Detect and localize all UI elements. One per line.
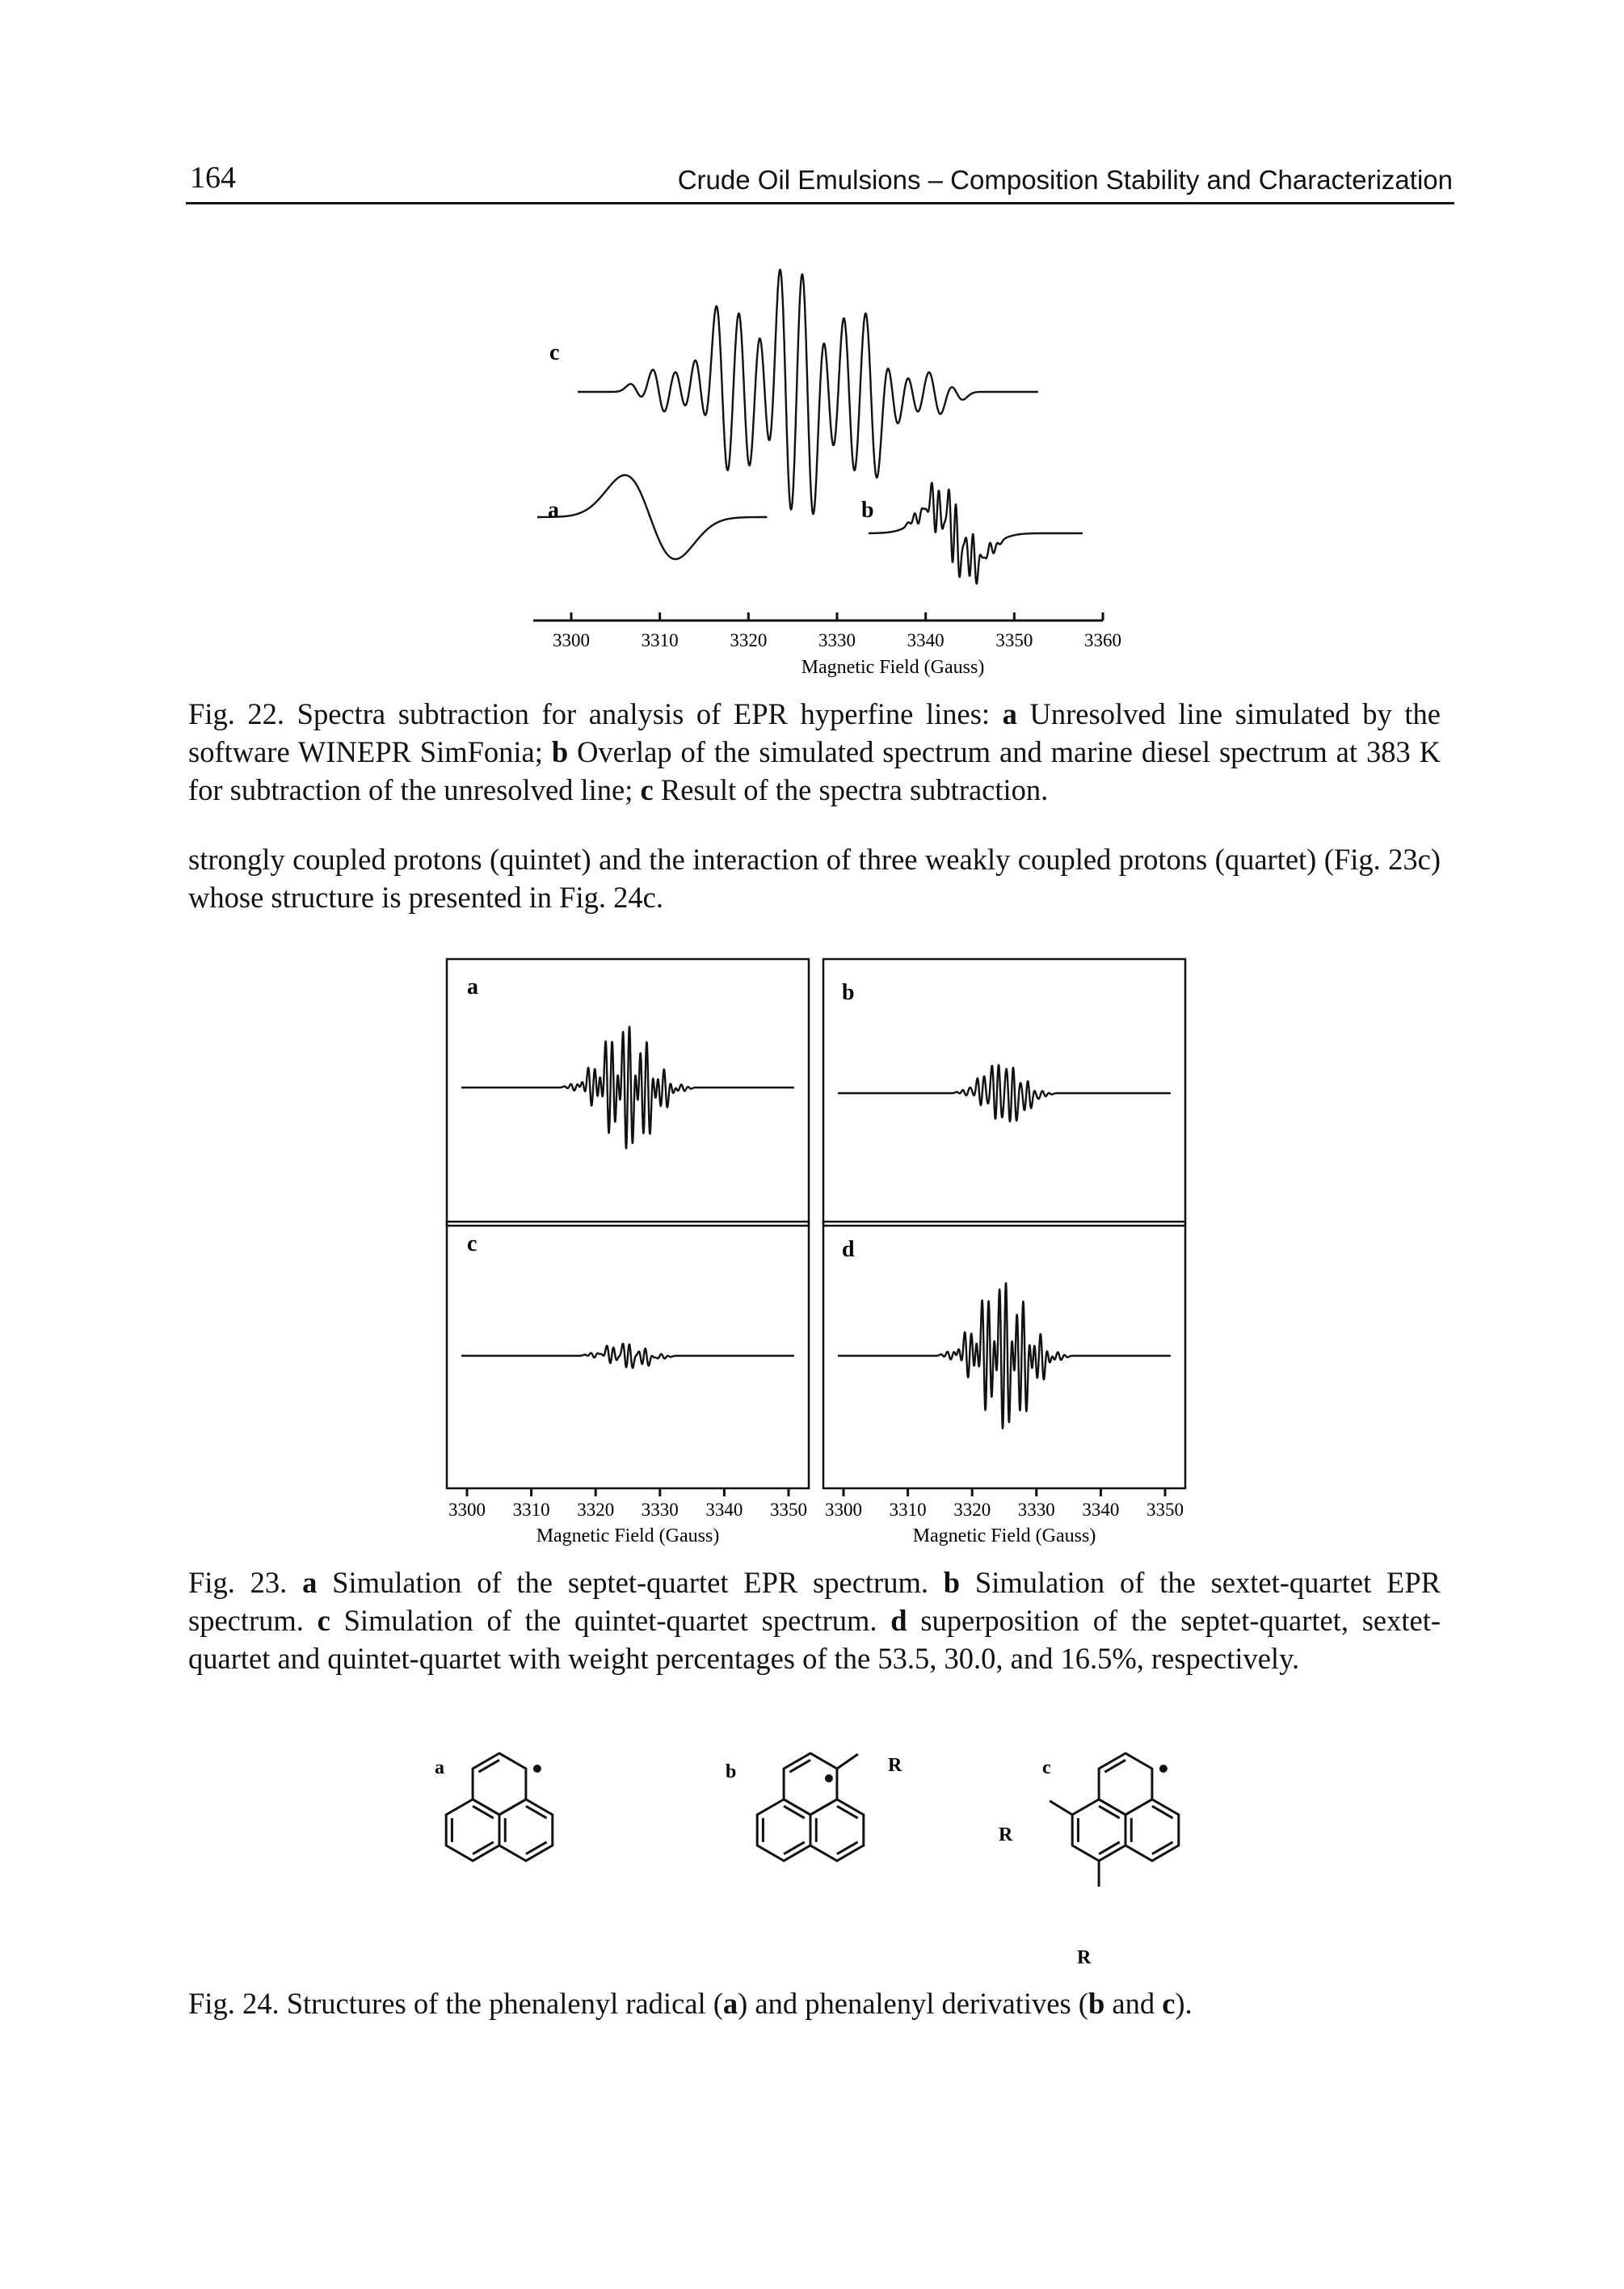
fig23-panel-a-frame — [445, 957, 810, 1227]
fig24-label-a: a — [435, 1757, 444, 1778]
fig23-x-tick-label: 3300 — [448, 1500, 486, 1520]
fig22-x-tick-label: 3360 — [1084, 630, 1121, 650]
fig24-ring — [809, 1798, 865, 1862]
fig24-double-bond — [1151, 1805, 1174, 1820]
fig24-double-bond — [478, 1759, 500, 1774]
fig24-double-bond — [1151, 1841, 1174, 1855]
fig24-label-b: b — [726, 1761, 736, 1782]
fig22-label-b: b — [861, 498, 874, 523]
fig24-double-bond — [525, 1805, 548, 1820]
fig23-panel-d-frame — [822, 1220, 1187, 1490]
fig23-x-tick-label: 3320 — [577, 1500, 614, 1520]
fig23-x-tick-label: 3350 — [770, 1500, 807, 1520]
fig23-x-axis-label-left: Magnetic Field (Gauss) — [536, 1525, 720, 1546]
fig23-x-tick-label: 3330 — [1018, 1500, 1055, 1520]
fig22-label-c: c — [549, 340, 559, 365]
fig24-caption-number: Fig. 24. — [188, 1987, 280, 2020]
fig24-double-bond — [1098, 1805, 1121, 1820]
fig24-double-bond — [1104, 1759, 1126, 1774]
fig22-x-tick-label: 3310 — [642, 630, 679, 650]
fig24-substituent-bond — [1049, 1799, 1073, 1816]
fig24-substituent-bond — [836, 1753, 859, 1770]
fig23-x-tick-label: 3310 — [890, 1500, 927, 1520]
fig23-label-d: d — [842, 1237, 855, 1262]
fig24-radical-dot — [824, 1774, 833, 1782]
fig24-c-substituent-bottom: R — [1077, 1947, 1092, 1968]
fig24-structure-a — [444, 1752, 554, 1862]
fig23-x-tick-label: 3340 — [1082, 1500, 1119, 1520]
fig24-double-bond — [783, 1841, 806, 1855]
fig23-label-a: a — [467, 974, 478, 999]
page-number: 164 — [190, 161, 236, 195]
fig24-ring — [755, 1798, 812, 1862]
fig23-trace-b — [836, 1063, 1172, 1123]
fig24-b-substituent: R — [888, 1755, 902, 1776]
fig24-double-bond — [783, 1805, 806, 1820]
fig23-label-c: c — [467, 1231, 477, 1256]
fig24-ring — [444, 1798, 501, 1862]
body-paragraph: strongly coupled protons (quintet) and t… — [188, 843, 1441, 914]
fig24-ring — [782, 1752, 839, 1816]
fig24-label-c: c — [1042, 1757, 1051, 1778]
fig24-c-substituent-left: R — [999, 1824, 1013, 1845]
fig23-x-tick-label: 3310 — [513, 1500, 550, 1520]
fig22-caption: Fig. 22. Spectra subtraction for analysi… — [188, 697, 1441, 806]
fig24-radical-dot — [1159, 1765, 1168, 1773]
fig23-x-axis-label-right: Magnetic Field (Gauss) — [913, 1525, 1096, 1546]
fig24-double-bond — [1098, 1841, 1121, 1855]
fig24-ring — [1124, 1798, 1180, 1862]
fig24-structure-b — [755, 1752, 865, 1862]
fig24-ring — [1071, 1798, 1127, 1862]
fig22-trace-b — [867, 482, 1083, 585]
fig22-x-tick-label: 3340 — [907, 630, 945, 650]
fig23-panel-b-frame — [822, 957, 1187, 1227]
fig22-x-axis-label: Magnetic Field (Gauss) — [801, 657, 985, 678]
fig23-caption-number: Fig. 23. — [188, 1566, 288, 1599]
fig24-double-bond — [789, 1759, 811, 1774]
fig24-ring — [471, 1752, 528, 1816]
fig24-ring — [498, 1798, 554, 1862]
fig23-trace-c — [460, 1342, 795, 1370]
fig24-structure-c — [1049, 1752, 1180, 1887]
fig24-ring — [1097, 1752, 1154, 1816]
fig22-trace-a — [536, 473, 768, 561]
fig23-trace-a — [460, 1025, 795, 1150]
fig22-x-tick-label: 3330 — [818, 630, 856, 650]
fig24-double-bond — [472, 1841, 494, 1855]
fig23-x-tick-label: 3340 — [705, 1500, 743, 1520]
fig23-panel-c-frame — [445, 1220, 810, 1490]
fig22-x-axis: 3300 3310 3320 3330 3340 3350 3360 — [533, 612, 1121, 650]
fig24-caption: Fig. 24. Structures of the phenalenyl ra… — [188, 1987, 1193, 2020]
fig22-caption-number: Fig. 22. — [188, 697, 285, 730]
fig23-label-b: b — [842, 980, 855, 1005]
fig24-double-bond — [836, 1805, 859, 1820]
fig23-x-tick-label: 3300 — [825, 1500, 862, 1520]
fig24-double-bond — [836, 1841, 859, 1855]
fig23-caption: Fig. 23. a Simulation of the septet-quar… — [188, 1566, 1441, 1675]
fig24-radical-dot — [532, 1765, 541, 1773]
fig22-x-tick-label: 3300 — [553, 630, 590, 650]
fig24-double-bond — [525, 1841, 548, 1855]
fig22-x-tick-label: 3350 — [995, 630, 1033, 650]
fig22-trace-c — [577, 268, 1039, 515]
fig22-x-tick-label: 3320 — [730, 630, 767, 650]
fig23-x-tick-label: 3350 — [1146, 1500, 1184, 1520]
fig23-trace-d — [836, 1281, 1172, 1430]
header-rule — [186, 202, 1454, 204]
fig23-x-tick-label: 3330 — [642, 1500, 679, 1520]
fig23-x-tick-label: 3320 — [953, 1500, 991, 1520]
fig24-double-bond — [472, 1805, 494, 1820]
running-title: Crude Oil Emulsions – Composition Stabil… — [677, 165, 1453, 195]
